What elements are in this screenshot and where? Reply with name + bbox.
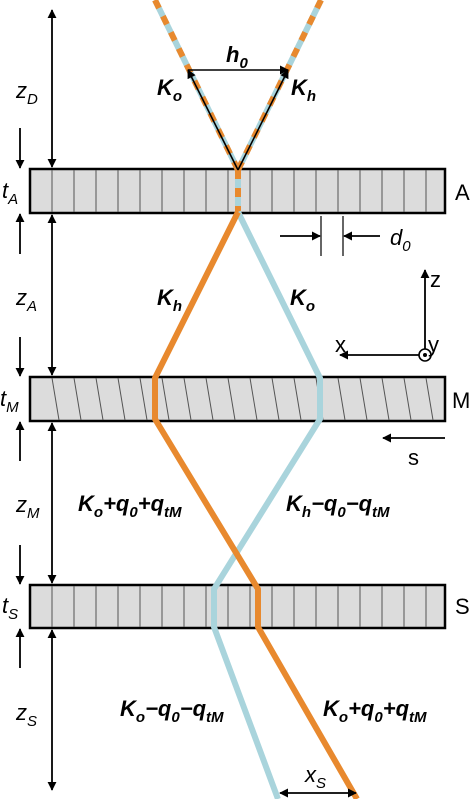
- label-lower-blue: Kh−q0−qtM: [286, 491, 390, 521]
- beams: [152, 0, 360, 799]
- grating-S-label: S: [455, 594, 470, 619]
- k-o-vector-arrow: [187, 69, 239, 171]
- grating-slit: [205, 377, 214, 421]
- grating-S: [28, 583, 447, 630]
- grating-slit: [359, 377, 368, 421]
- grating-slit: [403, 377, 412, 421]
- grating-slit: [73, 377, 82, 421]
- grating-slit: [161, 377, 170, 421]
- y-axis-symbol: [418, 348, 432, 362]
- grating-slit: [227, 377, 236, 421]
- dimension-lines: [15, 9, 445, 798]
- label-bottom-blue: Ko−q0−qtM: [120, 696, 224, 726]
- label-bottom-orange: Ko+q0+qtM: [323, 696, 427, 726]
- grating-S-lines: [51, 586, 427, 627]
- label-z-M: zM: [15, 492, 40, 522]
- grating-slit: [139, 377, 148, 421]
- grating-slit: [51, 377, 60, 421]
- label-z-S: zS: [15, 700, 37, 730]
- label-t-M: tM: [0, 386, 19, 416]
- label-t-A: tA: [2, 178, 18, 208]
- grating-slit: [249, 377, 258, 421]
- grating-slit: [271, 377, 280, 421]
- grating-slit: [183, 377, 192, 421]
- axis-z-label: z: [430, 267, 441, 292]
- label-top-K-h: Kh: [291, 75, 316, 105]
- label-t-S: tS: [2, 593, 18, 623]
- label-z-D: zD: [15, 78, 38, 108]
- label-z-A: zA: [15, 285, 37, 315]
- label-d0: d0: [390, 225, 411, 255]
- grating-slit: [95, 377, 104, 421]
- label-lower-orange: Ko+q0+qtM: [78, 491, 182, 521]
- grating-A-lines: [51, 170, 427, 212]
- axis-y-label: y: [428, 332, 439, 357]
- grating-slit: [117, 377, 126, 421]
- s-direction-label: s: [408, 445, 419, 470]
- grating-M: [28, 375, 447, 423]
- grating-slit: [293, 377, 302, 421]
- beam-orange-path: [152, 210, 360, 799]
- beam-blue-path: [211, 210, 323, 799]
- incoming-beam-left-orange: [152, 0, 241, 172]
- label-h0: h0: [226, 42, 248, 72]
- k-h-vector-arrow: [237, 69, 289, 171]
- grating-slit: [425, 377, 434, 421]
- label-mid-K-h: Kh: [157, 285, 182, 315]
- grating-slit: [337, 377, 346, 421]
- incoming-beam-right-orange: [235, 0, 324, 172]
- label-x-S: xS: [304, 762, 326, 792]
- label-top-K-o: Ko: [157, 75, 182, 105]
- axis-x-label: x: [335, 332, 346, 357]
- grating-M-label: M: [452, 388, 470, 413]
- labels: zD tA zA tM zM tS zS A M S d0 xS z x y s…: [0, 42, 470, 792]
- grating-A-label: A: [455, 180, 470, 205]
- label-mid-K-o: Ko: [290, 285, 315, 315]
- grating-slit: [381, 377, 390, 421]
